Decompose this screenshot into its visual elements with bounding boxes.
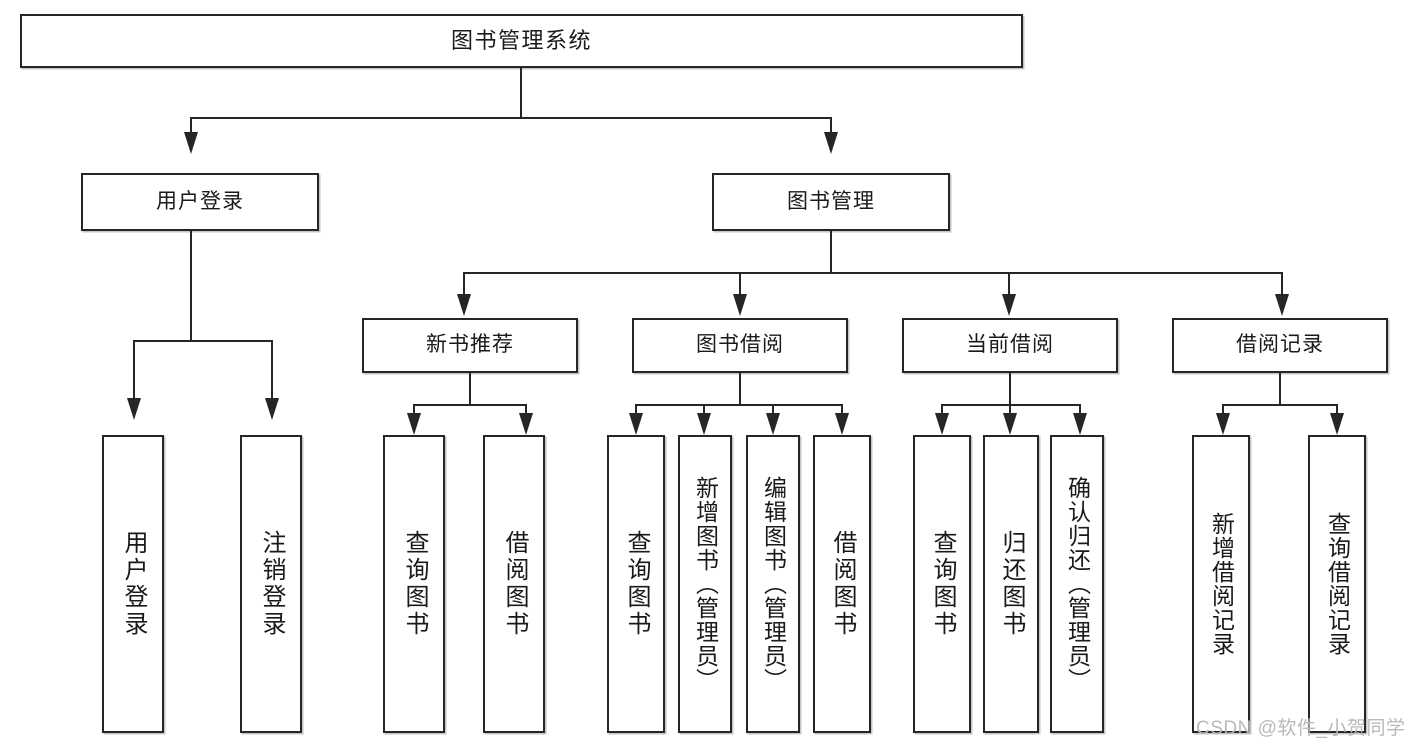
connector-userlogin-bar (133, 340, 273, 342)
node-book-borrow[interactable]: 图书借阅 (632, 318, 848, 373)
node-label: 新增图书（管理员） (692, 476, 719, 692)
arrow-to-leaf-return-book (1003, 413, 1017, 435)
connector-bookborrow-drop-3 (772, 404, 774, 416)
node-label: 图书借阅 (696, 333, 784, 357)
leaf-confirm-return[interactable]: 确认归还（管理员） (1050, 435, 1104, 733)
connector-newbook-drop-1 (413, 404, 415, 416)
connector-bookmanage-drop-1 (463, 272, 465, 296)
node-label: 归还图书 (998, 530, 1025, 638)
leaf-query-book-3[interactable]: 查询图书 (913, 435, 971, 733)
arrow-to-leaf-query-book-1 (407, 413, 421, 435)
connector-root-drop-left (190, 117, 192, 135)
connector-root-stem (520, 68, 522, 118)
leaf-borrow-book-2[interactable]: 借阅图书 (813, 435, 871, 733)
connector-userlogin-drop-2 (271, 340, 273, 400)
node-label: 用户登录 (120, 530, 147, 638)
arrow-to-leaf-query-book-3 (935, 413, 949, 435)
node-label: 图书管理 (787, 189, 875, 213)
leaf-query-record[interactable]: 查询借阅记录 (1308, 435, 1366, 733)
node-label: 新增借阅记录 (1208, 512, 1235, 656)
arrow-to-leaf-borrow-book-1 (519, 413, 533, 435)
node-label: 当前借阅 (966, 333, 1054, 357)
node-label: 用户登录 (156, 189, 244, 213)
node-book-manage[interactable]: 图书管理 (712, 173, 950, 231)
connector-bookborrow-drop-4 (841, 404, 843, 416)
arrow-to-current-borrow (1002, 294, 1016, 316)
leaf-user-logout[interactable]: 注销登录 (240, 435, 302, 733)
node-label: 编辑图书（管理员） (760, 476, 787, 692)
connector-bookmanage-drop-3 (1008, 272, 1010, 296)
node-current-borrow[interactable]: 当前借阅 (902, 318, 1118, 373)
connector-borrowrecord-drop-2 (1336, 404, 1338, 416)
node-user-login[interactable]: 用户登录 (81, 173, 319, 231)
connector-borrowrecord-drop-1 (1222, 404, 1224, 416)
arrow-to-user-login (184, 132, 198, 154)
arrow-to-leaf-query-record (1330, 413, 1344, 435)
connector-bookmanage-drop-4 (1281, 272, 1283, 296)
arrow-to-leaf-user-login (127, 398, 141, 420)
node-label: 借阅图书 (501, 530, 528, 638)
arrow-to-leaf-user-logout (265, 398, 279, 420)
node-label: 新书推荐 (426, 333, 514, 357)
node-borrow-record[interactable]: 借阅记录 (1172, 318, 1388, 373)
node-label: 图书管理系统 (450, 28, 592, 54)
connector-currentborrow-drop-2 (1009, 404, 1011, 416)
connector-bookborrow-stem (739, 373, 741, 405)
node-label: 注销登录 (258, 530, 285, 638)
arrow-to-leaf-add-book (697, 413, 711, 435)
connector-userlogin-drop-1 (133, 340, 135, 400)
arrow-to-book-borrow (733, 294, 747, 316)
connector-bookmanage-stem (830, 231, 832, 273)
node-label: 查询借阅记录 (1324, 512, 1351, 656)
node-label: 借阅图书 (829, 530, 856, 638)
arrow-to-leaf-confirm-return (1073, 413, 1087, 435)
connector-currentborrow-drop-3 (1079, 404, 1081, 416)
node-new-book-rec[interactable]: 新书推荐 (362, 318, 578, 373)
node-label: 查询图书 (929, 530, 956, 638)
arrow-to-new-book-rec (457, 294, 471, 316)
arrow-to-leaf-add-record (1216, 413, 1230, 435)
leaf-borrow-book-1[interactable]: 借阅图书 (483, 435, 545, 733)
leaf-return-book[interactable]: 归还图书 (983, 435, 1039, 733)
connector-newbook-drop-2 (525, 404, 527, 416)
node-label: 查询图书 (623, 530, 650, 638)
node-root-system[interactable]: 图书管理系统 (20, 14, 1023, 68)
arrow-to-leaf-edit-book (766, 413, 780, 435)
connector-bookmanage-bar (463, 272, 1283, 274)
node-label: 确认归还（管理员） (1064, 476, 1091, 692)
connector-currentborrow-drop-1 (941, 404, 943, 416)
connector-borrowrecord-bar (1222, 404, 1338, 406)
leaf-query-book-2[interactable]: 查询图书 (607, 435, 665, 733)
connector-userlogin-stem (190, 231, 192, 341)
csdn-watermark: CSDN @软件_小贺同学 (1196, 718, 1405, 739)
connector-root-drop-right (830, 117, 832, 135)
arrow-to-book-manage (824, 132, 838, 154)
connector-root-bar (190, 117, 832, 119)
node-label: 借阅记录 (1236, 333, 1324, 357)
connector-currentborrow-bar (941, 404, 1081, 406)
connector-borrowrecord-stem (1279, 373, 1281, 405)
connector-bookborrow-drop-2 (703, 404, 705, 416)
leaf-user-login[interactable]: 用户登录 (102, 435, 164, 733)
leaf-add-book[interactable]: 新增图书（管理员） (678, 435, 732, 733)
connector-newbook-stem (469, 373, 471, 405)
arrow-to-leaf-query-book-2 (629, 413, 643, 435)
arrow-to-leaf-borrow-book-2 (835, 413, 849, 435)
arrow-to-borrow-record (1275, 294, 1289, 316)
connector-currentborrow-stem (1009, 373, 1011, 405)
connector-bookborrow-bar (635, 404, 843, 406)
leaf-add-record[interactable]: 新增借阅记录 (1192, 435, 1250, 733)
node-label: 查询图书 (401, 530, 428, 638)
leaf-edit-book[interactable]: 编辑图书（管理员） (746, 435, 800, 733)
connector-bookborrow-drop-1 (635, 404, 637, 416)
connector-bookmanage-drop-2 (739, 272, 741, 296)
connector-newbook-bar (413, 404, 527, 406)
leaf-query-book-1[interactable]: 查询图书 (383, 435, 445, 733)
